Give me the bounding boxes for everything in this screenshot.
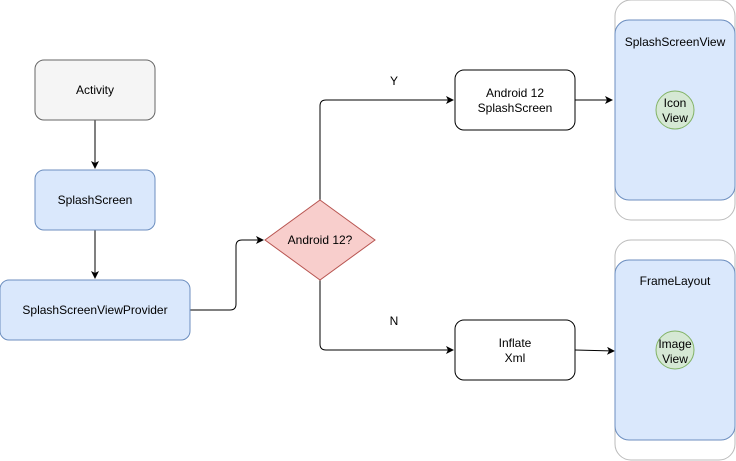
icon-view-line2: View	[662, 111, 688, 125]
edge-decision-no	[319, 280, 454, 354]
splashscreen-label: SplashScreen	[58, 193, 133, 207]
node-splashscreen: SplashScreen	[34, 169, 156, 231]
inflate-line2: Xml	[505, 351, 526, 365]
node-decision: Android 12?	[264, 199, 376, 281]
android12-line1: Android 12	[486, 86, 544, 100]
device-splashscreenview: SplashScreenView Icon View	[614, 0, 736, 221]
node-inflate-xml: Inflate Xml	[454, 319, 576, 381]
edges	[91, 96, 615, 355]
activity-label: Activity	[76, 83, 114, 97]
image-view-line2: View	[662, 352, 688, 366]
edge-inflate-to-framelayout	[574, 346, 615, 355]
decision-label: Android 12?	[288, 233, 353, 247]
icon-view-line1: Icon	[664, 96, 687, 110]
image-view-circle	[655, 330, 695, 370]
node-android12-splashscreen: Android 12 SplashScreen	[454, 69, 576, 131]
splashscreenview-title: SplashScreenView	[625, 35, 726, 49]
provider-label: SplashScreenViewProvider	[22, 303, 167, 317]
edge-provider-to-decision	[190, 236, 264, 311]
android12-line2: SplashScreen	[478, 101, 553, 115]
edge-decision-yes	[319, 96, 454, 200]
inflate-line1: Inflate	[499, 336, 532, 350]
no-label: N	[390, 314, 399, 328]
node-splashscreenviewprovider: SplashScreenViewProvider	[0, 279, 191, 341]
node-activity: Activity	[34, 59, 156, 121]
icon-view-circle	[655, 90, 695, 130]
device-framelayout: FrameLayout Image View	[614, 239, 736, 461]
image-view-line1: Image	[658, 337, 692, 351]
framelayout-title: FrameLayout	[640, 274, 711, 288]
yes-label: Y	[390, 74, 398, 88]
